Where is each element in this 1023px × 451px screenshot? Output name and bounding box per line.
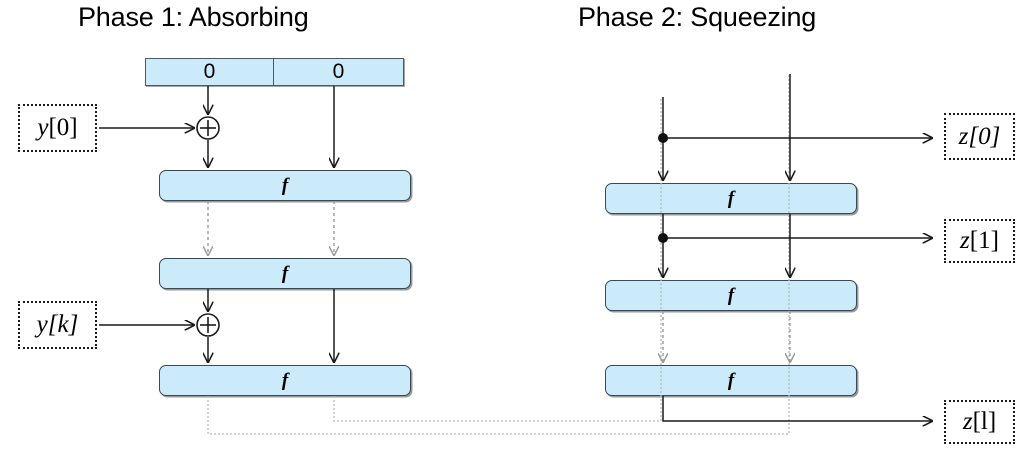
xor-gate-1 [196, 116, 220, 140]
output-zl-var: z [962, 408, 973, 435]
phase2-f-block-3: f [605, 365, 857, 396]
phase1-f-block-3: f [159, 365, 411, 396]
xor-gate-2 [196, 313, 220, 337]
output-box-z0: z[0] [944, 113, 1015, 160]
output-z0-index: [0] [968, 122, 1001, 150]
output-box-zl: z[l] [944, 400, 1015, 444]
output-z1-var: z [960, 227, 970, 254]
phase1-f-block-1: f [159, 170, 411, 201]
phase1-f-block-2: f [159, 258, 411, 289]
wire-tap2-to-z1 [658, 233, 932, 243]
output-z1-index: [1] [969, 227, 999, 254]
wire-tap1-to-z0 [658, 133, 932, 143]
initial-state-capacity-cell: 0 [332, 60, 345, 83]
input-yk-var: y [36, 311, 48, 338]
input-box-yk: y[k] [18, 301, 97, 349]
input-yk-index: [k] [47, 311, 79, 338]
phase1-title: Phase 1: Absorbing [78, 2, 309, 32]
input-y0-var: y [37, 114, 49, 141]
output-z0-var: z [958, 122, 969, 150]
phase2-title: Phase 2: Squeezing [578, 2, 817, 32]
output-tap-dot-2 [658, 233, 668, 243]
input-box-y0: y[0] [18, 104, 97, 152]
output-zl-index: [l] [972, 408, 997, 435]
initial-state-bar: 0 0 [145, 58, 404, 86]
initial-state-rate-cell: 0 [146, 59, 274, 85]
phase2-f-block-1: f [605, 183, 857, 214]
output-box-z1: z[1] [944, 219, 1015, 263]
phase2-f-block-2: f [605, 280, 857, 311]
output-tap-dot-1 [658, 133, 668, 143]
wire-p2-f3-to-zl [662, 396, 932, 421]
input-y0-index: [0] [48, 114, 78, 141]
